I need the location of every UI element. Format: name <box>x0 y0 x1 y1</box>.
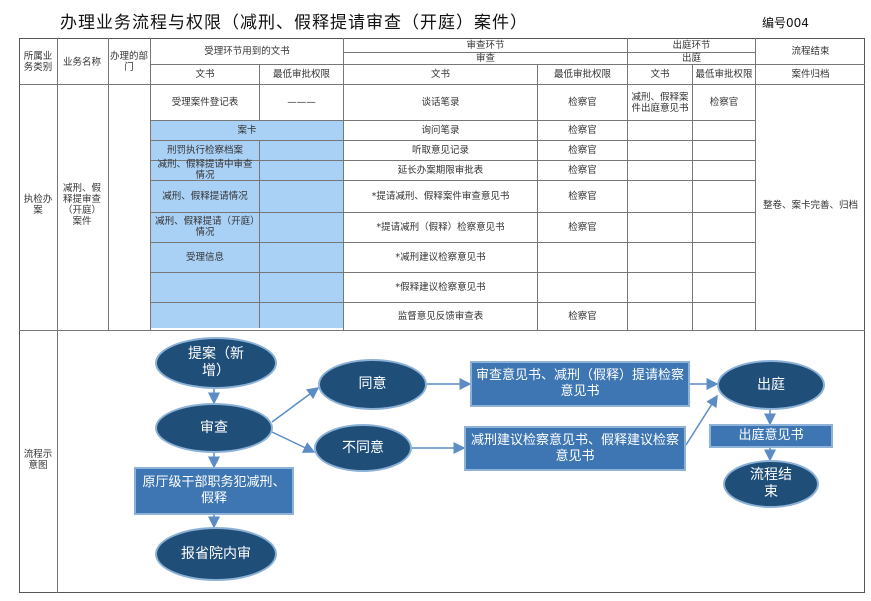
flow-review-node: 审查 <box>155 403 273 453</box>
flow-agree-doc-box: 审查意见书、减刑（假释）提请检察意见书 <box>470 361 690 407</box>
header-archive: 案件归档 <box>791 69 830 80</box>
header-court-stage: 出庭环节 <box>672 39 711 51</box>
review-doc: 谈话笔录 <box>421 97 460 108</box>
header-court-doc: 文书 <box>650 69 670 80</box>
review-auth: 检察官 <box>568 190 597 202</box>
review-doc: 听取意见记录 <box>411 144 469 156</box>
review-auth: 检察官 <box>568 144 597 156</box>
header-court-auth: 最低审批权限 <box>695 69 753 80</box>
accept-row-auth: ——— <box>287 97 316 108</box>
court-auth: 检察官 <box>709 97 739 108</box>
court-doc: 减刑、假释案件出庭意见书 <box>631 91 689 114</box>
header-accept-stage: 受理环节用到的文书 <box>204 45 290 57</box>
review-doc: *减刑建议检察意见书 <box>395 251 486 263</box>
flow-report-node: 报省院内审 <box>155 527 277 581</box>
flow-senior-official-box: 原厅级干部职务犯减刑、假释 <box>134 467 294 515</box>
flow-agree-node: 同意 <box>318 359 427 410</box>
flow-court-opinion-box: 出庭意见书 <box>709 424 833 448</box>
flow-disagree-node: 不同意 <box>314 424 412 472</box>
accept-row: 受理信息 <box>185 251 224 263</box>
accept-row: 减刑、假释提请中审查情况 <box>157 159 253 181</box>
review-auth: 检察官 <box>568 97 597 108</box>
review-doc: *假释建议检察意见书 <box>395 281 486 293</box>
review-doc: *提请减刑（假释）检察意见书 <box>376 221 505 233</box>
page-title: 办理业务流程与权限（减刑、假释提请审查（开庭）案件） <box>60 13 528 33</box>
header-review-sub: 审查 <box>475 52 495 64</box>
accept-row: 减刑、假释提请情况 <box>162 190 248 202</box>
review-doc: 延长办案期限审批表 <box>397 164 484 176</box>
header-accept-doc: 文书 <box>195 69 215 80</box>
review-auth: 检察官 <box>568 164 597 176</box>
flow-label: 流程示意图 <box>23 449 53 471</box>
accept-row: 刑罚执行检察档案 <box>166 144 243 156</box>
flow-start-node: 提案（新增） <box>155 337 277 389</box>
header-review-auth: 最低审批权限 <box>553 69 611 80</box>
header-review-stage: 审查环节 <box>466 39 505 51</box>
accept-row: 受理案件登记表 <box>171 97 239 108</box>
flow-court-node: 出庭 <box>717 360 825 410</box>
review-auth: 检察官 <box>568 310 597 322</box>
document-number: 编号004 <box>762 16 809 30</box>
header-business-name: 业务名称 <box>62 56 101 68</box>
end-archive: 整卷、案卡完善、归档 <box>762 199 858 211</box>
review-doc: *提请减刑、假释案件审查意见书 <box>371 190 510 202</box>
header-category: 所属业务类别 <box>23 51 53 73</box>
accept-doc-highlight <box>151 140 259 328</box>
header-dept: 办理的部门 <box>110 51 149 73</box>
review-auth: 检察官 <box>568 124 597 136</box>
header-end-stage: 流程结束 <box>791 45 830 57</box>
header-review-doc: 文书 <box>430 69 450 80</box>
process-table <box>19 38 865 593</box>
business-value: 减刑、假释提审查（开庭）案件 <box>62 183 101 227</box>
accept-auth-highlight <box>259 140 343 328</box>
flow-end-node: 流程结束 <box>723 460 819 508</box>
flow-disagree-doc-box: 减刑建议检察意见书、假释建议检察意见书 <box>464 426 686 471</box>
review-auth: 检察官 <box>568 221 597 233</box>
review-doc: 监督意见反馈审查表 <box>397 310 484 322</box>
accept-card-cell <box>151 120 343 140</box>
accept-row: 减刑、假释提请（开庭）情况 <box>155 216 255 238</box>
review-doc: 询问笔录 <box>421 124 460 136</box>
header-accept-auth: 最低审批权限 <box>272 69 330 80</box>
category-value: 执检办案 <box>23 194 53 216</box>
accept-row: 案卡 <box>237 124 257 136</box>
header-court-sub: 出庭 <box>681 52 701 64</box>
